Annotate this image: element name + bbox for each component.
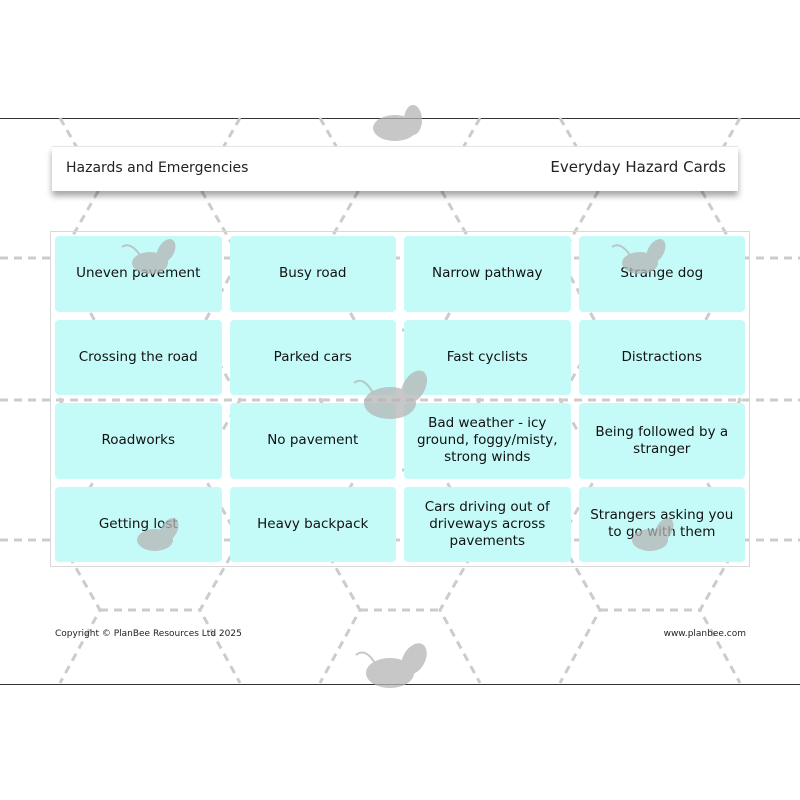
copyright-text: Copyright © PlanBee Resources Ltd 2025: [55, 629, 242, 639]
website-text: www.planbee.com: [663, 629, 746, 639]
page-title: Everyday Hazard Cards: [550, 158, 726, 176]
header-banner: Hazards and Emergencies Everyday Hazard …: [52, 146, 738, 191]
hazard-card: Cars driving out of driveways across pav…: [404, 486, 571, 562]
hazard-card: Heavy backpack: [229, 486, 396, 562]
hazard-card: Strange dog: [578, 236, 745, 312]
hazard-card: Being followed by a stranger: [578, 403, 745, 479]
hazard-card: Strangers asking you to go with them: [578, 486, 745, 562]
hazard-card: Uneven pavement: [55, 236, 222, 312]
hazard-card-grid: Uneven pavement Busy road Narrow pathway…: [50, 231, 750, 567]
hazard-card: No pavement: [229, 403, 396, 479]
hazard-card: Parked cars: [229, 319, 396, 395]
hazard-card: Distractions: [578, 319, 745, 395]
hazard-card: Crossing the road: [55, 319, 222, 395]
hazard-card: Narrow pathway: [404, 236, 571, 312]
hazard-card: Roadworks: [55, 403, 222, 479]
hazard-card: Busy road: [229, 236, 396, 312]
hazard-card: Getting lost: [55, 486, 222, 562]
topic-label: Hazards and Emergencies: [66, 160, 249, 176]
hazard-card: Bad weather - icy ground, foggy/misty, s…: [404, 403, 571, 479]
hazard-card: Fast cyclists: [404, 319, 571, 395]
